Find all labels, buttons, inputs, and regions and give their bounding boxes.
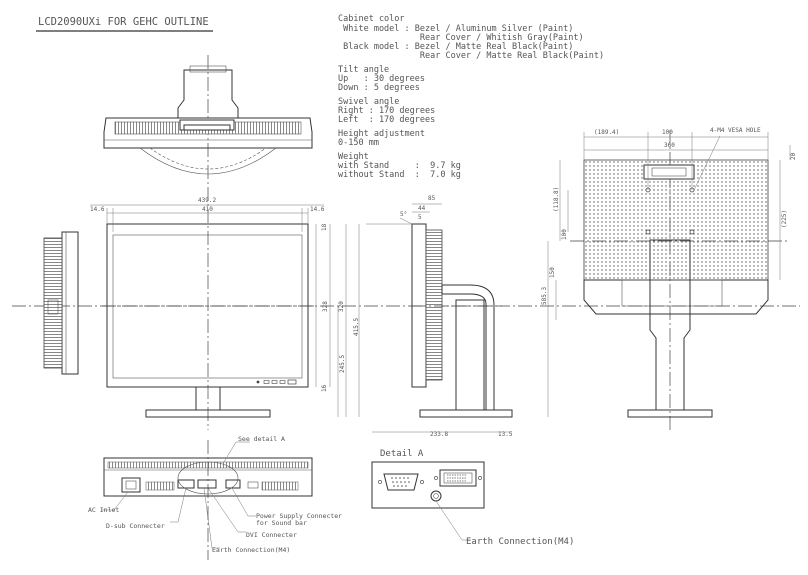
dim-rear-top: 20 xyxy=(790,152,797,160)
front-view: 439.2 410 14.6 14.6 18 328 320 415.5 245… xyxy=(90,197,360,418)
dim-vesa-width: 100 xyxy=(662,129,673,136)
ac-inlet-port xyxy=(121,477,141,493)
detail-a: Detail A xyxy=(371,449,485,541)
cabinet-color-line3: Black model : Bezel / Matte Real Black(P… xyxy=(338,42,573,52)
dim-rear-lower: 150 xyxy=(549,267,556,278)
dim-rear-left: (189.4) xyxy=(594,129,619,136)
swivel-right: Right : 170 degrees xyxy=(338,106,435,116)
dim-d1: 44 xyxy=(418,205,426,212)
dsub-label: D-sub Connecter xyxy=(106,522,165,530)
weight-with-stand: with Stand : 9.7 kg xyxy=(338,161,461,171)
dim-rear-right-height: (225) xyxy=(781,210,788,228)
dim-vesa-height: 100 xyxy=(561,229,568,240)
dim-bottom-bezel: 16 xyxy=(321,384,328,392)
dim-stand-depth: 233.8 xyxy=(430,431,448,438)
weight-heading: Weight xyxy=(338,152,369,162)
cabinet-color-heading: Cabinet color xyxy=(338,14,405,24)
dim-handle-width: 360 xyxy=(664,142,675,149)
dim-stand-height: 585.3 xyxy=(541,287,548,305)
dim-overall-height: 415.5 xyxy=(353,318,360,336)
drawing-title: LCD2090UXi FOR GEHC OUTLINE xyxy=(38,16,209,28)
left-side-view xyxy=(43,231,79,375)
spec-text-block: Cabinet color White model : Bezel / Alum… xyxy=(338,14,604,180)
earth-m4-label: Earth Connection(M4) xyxy=(212,546,290,554)
tilt-up: Up : 30 degrees xyxy=(338,74,425,84)
detail-a-title: Detail A xyxy=(380,449,424,459)
power-supply-label-2: for Sound bar xyxy=(256,519,307,527)
height-range: 0-150 mm xyxy=(338,138,379,148)
earth-detail-label: Earth Connection(M4) xyxy=(466,537,574,547)
dim-rear-left-height: (118.8) xyxy=(553,187,560,212)
cabinet-color-line2: Rear Cover / Whitish Gray(Paint) xyxy=(338,33,584,43)
dvi-port xyxy=(197,479,217,489)
dim-inner-height: 320 xyxy=(338,301,345,312)
right-side-view: 85 44 5 5° 233.8 13.5 xyxy=(358,195,513,438)
earth-connection-detail xyxy=(430,490,442,502)
dvi-label: DVI Connecter xyxy=(246,531,297,539)
dim-top-bezel: 18 xyxy=(321,223,328,231)
dim-overall-width: 439.2 xyxy=(198,197,216,204)
rear-view: (189.4) 100 360 4-M4 VESA HOLE 20 (225) … xyxy=(541,127,797,430)
front-control-buttons xyxy=(256,379,297,385)
dim-angle: 5° xyxy=(400,211,407,218)
rear-cabinet xyxy=(583,159,769,281)
cabinet-color-line1: White model : Bezel / Aluminum Silver (P… xyxy=(338,24,573,34)
power-supply-port xyxy=(225,479,241,489)
dim-depth: 85 xyxy=(428,195,436,202)
ac-inlet-label: AC Inlet xyxy=(88,506,119,514)
weight-without-stand: without Stand : 7.0 kg xyxy=(338,170,461,180)
front-bezel xyxy=(106,223,309,388)
swivel-heading: Swivel angle xyxy=(338,97,399,107)
power-supply-label-1: Power Supply Connecter xyxy=(256,512,342,520)
cabinet-color-line4: Rear Cover / Matte Real Black(Paint) xyxy=(338,51,604,61)
tilt-heading: Tilt angle xyxy=(338,65,389,75)
dim-d2: 5 xyxy=(418,214,422,221)
tilt-down: Down : 5 degrees xyxy=(338,83,420,93)
bottom-view xyxy=(102,440,313,560)
dim-screen-width: 410 xyxy=(202,206,213,213)
dim-bezel-right: 14.6 xyxy=(310,206,325,213)
vesa-hole-label: 4-M4 VESA HOLE xyxy=(710,127,761,134)
front-screen xyxy=(112,234,303,379)
dim-lower-height: 245.5 xyxy=(339,355,346,373)
see-detail-label: See detail A xyxy=(238,435,285,443)
dim-screen-height: 328 xyxy=(322,301,329,312)
height-heading: Height adjustment xyxy=(338,129,425,139)
dim-bezel-left: 14.6 xyxy=(90,206,105,213)
dim-offset: 13.5 xyxy=(498,431,513,438)
top-view xyxy=(103,55,313,430)
swivel-left: Left : 170 degrees xyxy=(338,115,435,125)
